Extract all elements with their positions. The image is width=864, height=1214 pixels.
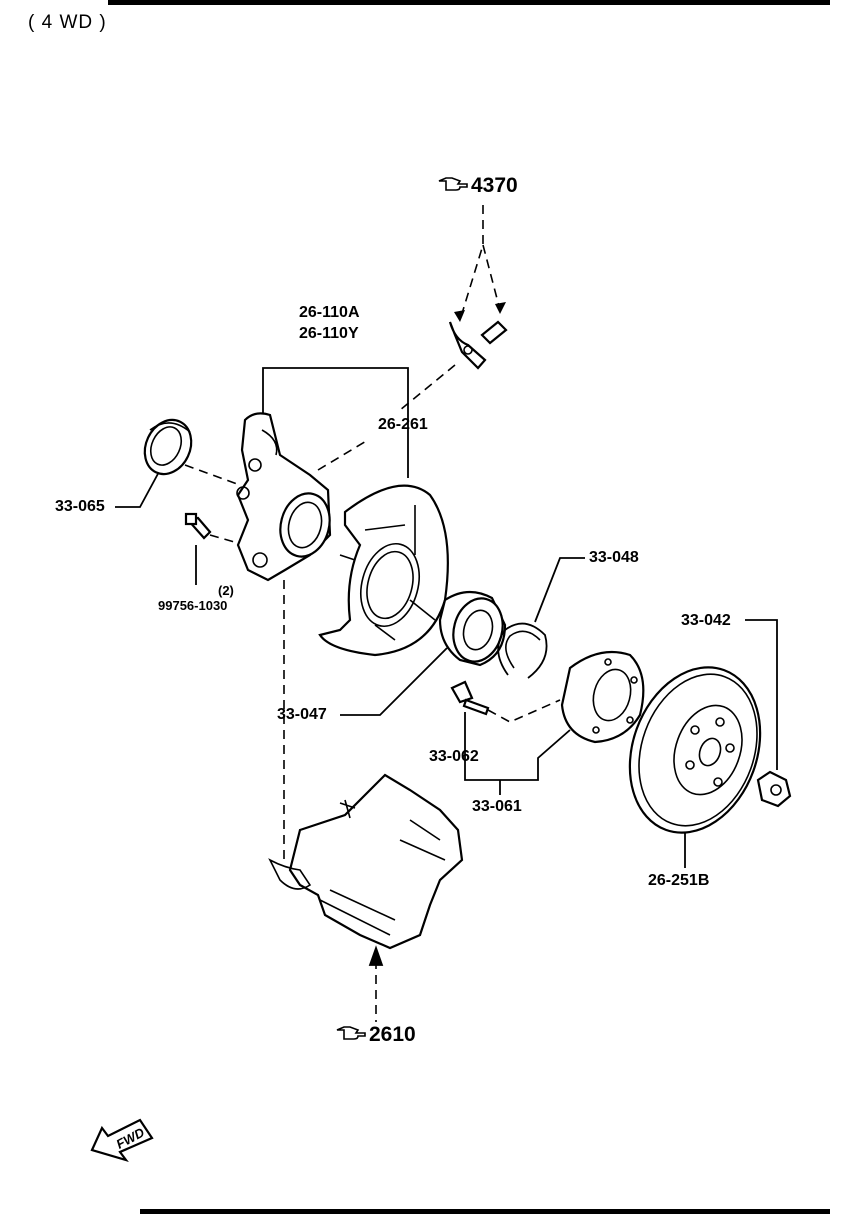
- snap-ring-part: [497, 622, 548, 679]
- nut-part: [756, 770, 792, 808]
- label-snap-ring: 33-048: [589, 549, 639, 566]
- label-knuckle-a: 26-110A: [299, 304, 360, 321]
- label-hub-bolt: 33-062: [429, 748, 479, 765]
- dust-cover-part: [318, 484, 449, 657]
- label-bolt: 99756-1030: [158, 598, 228, 613]
- caliper-part: [268, 773, 464, 950]
- label-bolt-qty: (2): [218, 583, 234, 598]
- bottom-rule: [140, 1209, 830, 1214]
- label-dust-cover: 26-261: [378, 416, 428, 433]
- fwd-arrow-icon: [90, 1118, 154, 1162]
- arrowhead-icon: [495, 302, 506, 314]
- hub-bolt-part: [450, 680, 490, 716]
- variant-header: ( 4 WD ): [28, 12, 107, 33]
- bearing-part: [438, 590, 507, 667]
- top-rule: [108, 0, 830, 5]
- ref-2610[interactable]: 2610: [336, 1023, 416, 1047]
- ref-2610-text: 2610: [369, 1023, 416, 1046]
- ref-4370[interactable]: 4370: [438, 174, 518, 198]
- label-bearing: 33-047: [277, 706, 327, 723]
- label-disc: 26-251B: [648, 872, 710, 889]
- arrowhead-icon: [454, 310, 465, 322]
- seal-part: [143, 418, 193, 476]
- abs-sensor: [448, 320, 508, 370]
- label-knuckle-y: 26-110Y: [299, 325, 359, 342]
- ref-4370-text: 4370: [471, 174, 518, 197]
- leader-lines: [115, 205, 778, 1022]
- knuckle-bolt: [184, 512, 212, 540]
- pointing-hand-icon: [438, 174, 468, 198]
- hub-part: [560, 650, 645, 744]
- label-nut: 33-042: [681, 612, 731, 629]
- knuckle-part: [236, 412, 332, 582]
- label-hub: 33-061: [472, 798, 522, 815]
- pointing-hand-icon: [336, 1023, 366, 1047]
- disc-part: [628, 666, 762, 834]
- label-seal: 33-065: [55, 498, 105, 515]
